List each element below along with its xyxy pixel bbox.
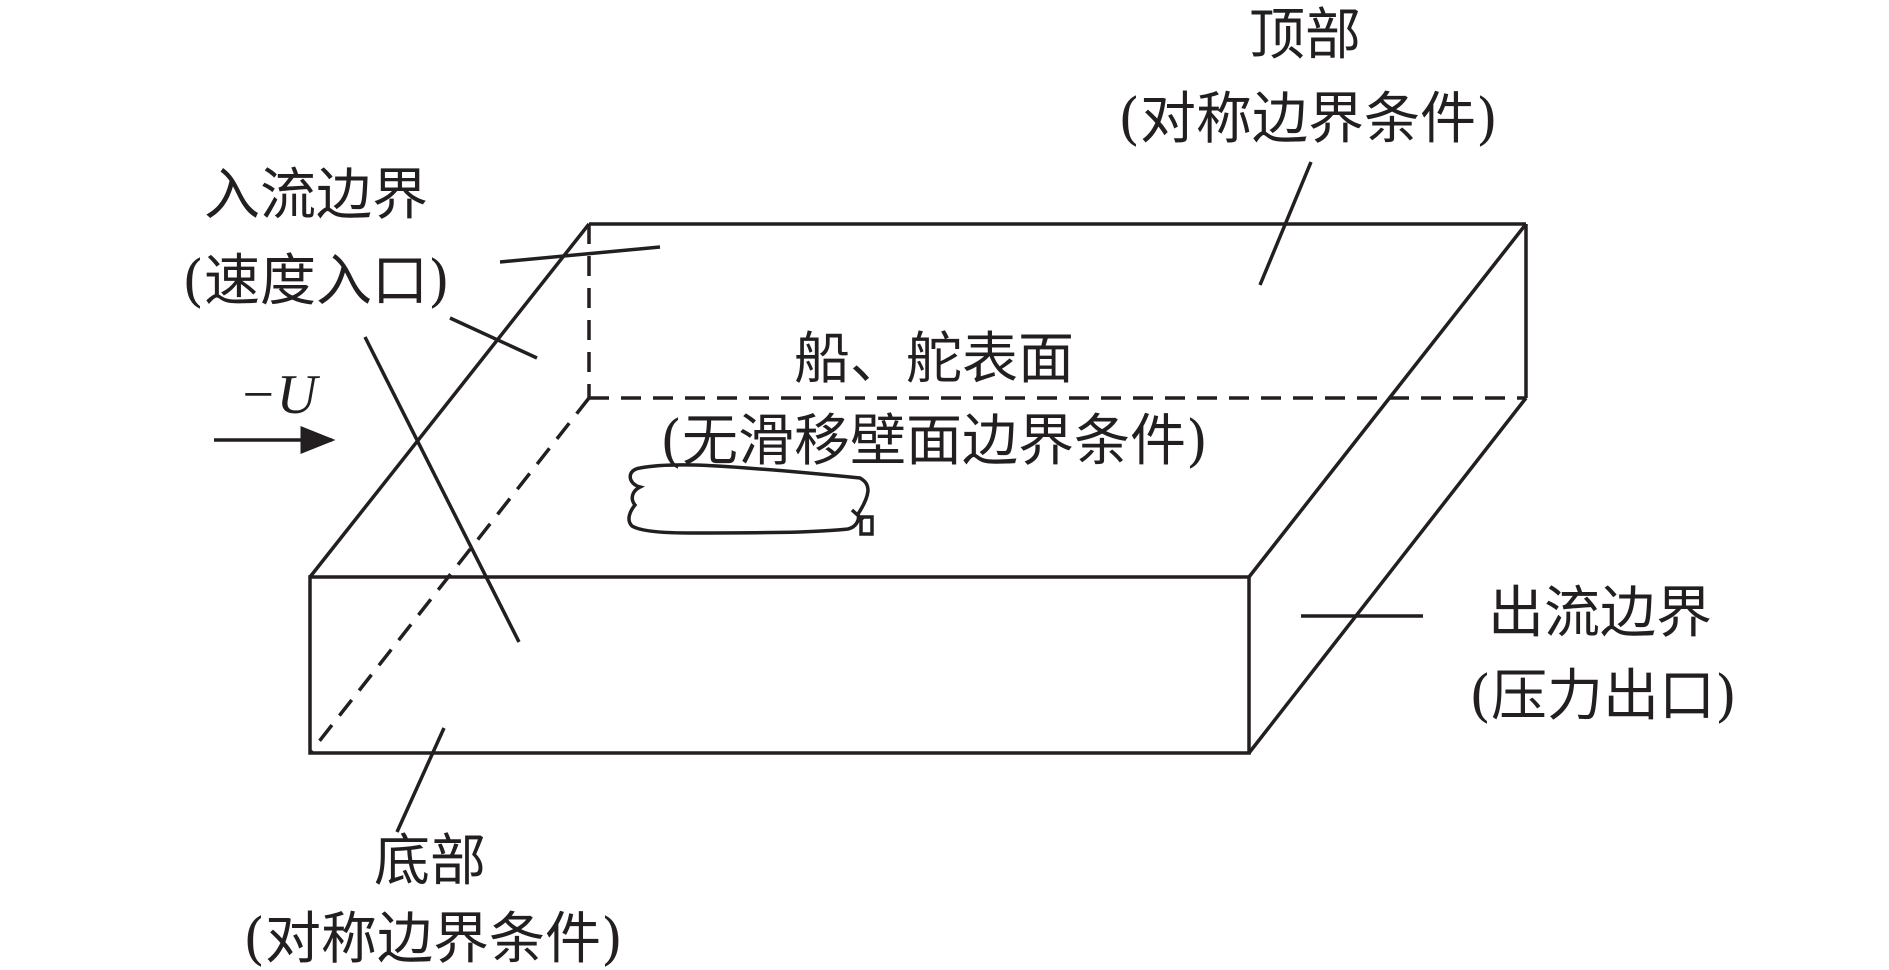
top-leader	[1258, 161, 1313, 286]
inflow-leader-cross	[363, 336, 521, 643]
rudder	[859, 515, 874, 536]
leader-lines	[363, 161, 1423, 833]
hull-shape	[627, 463, 874, 536]
bottom-condition-label: (对称边界条件)	[243, 907, 623, 970]
top-face-right-edge	[1247, 222, 1528, 579]
inflow-leader-lower	[449, 316, 538, 360]
top-title-label: 顶部	[1249, 3, 1361, 68]
front-face	[308, 575, 1251, 755]
top-face-left-edge	[308, 222, 591, 579]
bottom-title-label: 底部	[374, 829, 486, 894]
inflow-title-label: 入流边界	[204, 163, 428, 228]
labels: 顶部 (对称边界条件) 入流边界 (速度入口) −U 船、舵表面 (无滑移壁面边…	[182, 3, 1737, 970]
hull-outline	[627, 463, 870, 535]
bottom-leader	[395, 727, 446, 833]
hidden-edges	[308, 224, 1526, 755]
outflow-title-label: 出流边界	[1488, 581, 1712, 646]
inflow-condition-label: (速度入口)	[182, 249, 450, 314]
right-face-bottom-edge	[1247, 396, 1528, 755]
outflow-condition-label: (压力出口)	[1469, 664, 1737, 729]
top-condition-label: (对称边界条件)	[1118, 87, 1498, 152]
inflow-leader-upper	[499, 245, 661, 264]
hull-title-label: 船、舵表面	[794, 327, 1074, 392]
domain-box	[308, 222, 1528, 755]
hidden-left-bottom-edge	[308, 396, 591, 755]
velocity-label: −U	[239, 364, 321, 426]
hull-condition-label: (无滑移壁面边界条件)	[660, 409, 1208, 474]
